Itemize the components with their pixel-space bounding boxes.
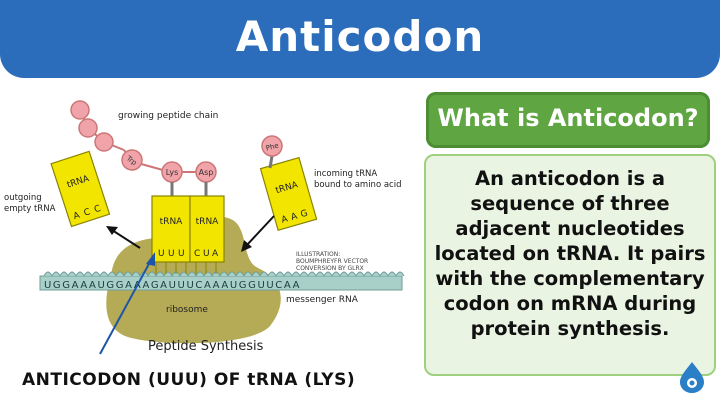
mrna-tooth — [51, 271, 61, 277]
mrna-tooth — [371, 271, 381, 277]
outgoing-anticodon-3: C — [93, 204, 102, 215]
mrna-tooth — [379, 271, 389, 277]
mrna-strand: UGGAAAUGGAAAGAUUUCAAAUGGUUCAA — [39, 271, 405, 291]
asp-label: Asp — [199, 168, 214, 177]
incoming-label-1: incoming tRNA — [314, 169, 377, 179]
mrna-tooth — [115, 271, 125, 277]
asp-anticodon-3: A — [212, 249, 219, 259]
illustration-credit-3: CONVERSION BY GLRX — [296, 265, 364, 272]
mrna-tooth — [267, 271, 277, 277]
mrna-tooth — [323, 271, 333, 277]
mrna-tooth — [67, 271, 77, 277]
definition-text: An anticodon is a sequence of three adja… — [434, 167, 706, 340]
illustration-credit-1: ILLUSTRATION: — [296, 251, 340, 258]
mrna-tooth — [131, 271, 141, 277]
header-bar: Anticodon — [0, 0, 720, 78]
peptide-chain: Trp Lys Asp — [70, 100, 217, 183]
outgoing-label-1: outgoing — [4, 193, 42, 203]
lys-anticodon-2: U — [168, 249, 175, 259]
lys-label: Lys — [166, 168, 179, 177]
trna-incoming: tRNA A A G — [259, 156, 318, 231]
trna-lys: tRNA U U U — [151, 195, 191, 274]
mrna-tooth — [315, 271, 325, 277]
outgoing-anticodon-2: C — [83, 207, 92, 218]
trna-lys-label: tRNA — [160, 217, 184, 227]
question-title: What is Anticodon? — [437, 104, 699, 132]
phe-label: Phe — [265, 141, 280, 152]
trna-outgoing: tRNA A C C — [50, 150, 111, 228]
mrna-tooth — [155, 271, 165, 277]
asp-anticodon-2: U — [203, 249, 210, 259]
anticodon-diagram: UGGAAAUGGAAAGAUUUCAAAUGGUUCAA Trp Lys As… — [4, 100, 405, 355]
mrna-tooth — [251, 271, 261, 277]
amino-acid-trp — [121, 149, 143, 171]
diagram-caption: ANTICODON (UUU) OF tRNA (LYS) — [22, 370, 356, 390]
mrna-tooth — [83, 271, 93, 277]
mrna-tooth — [243, 271, 253, 277]
outgoing-label-2: empty tRNA — [4, 204, 56, 214]
mrna-tooth — [339, 271, 349, 277]
mrna-tooth — [363, 271, 373, 277]
lys-anticodon-1: U — [158, 249, 165, 259]
brand-logo-icon — [680, 362, 704, 393]
mrna-tooth — [43, 271, 53, 277]
mrna-tooth — [107, 271, 117, 277]
question-banner: What is Anticodon? — [426, 92, 710, 148]
trna-asp-label: tRNA — [196, 217, 220, 227]
mrna-tooth — [347, 271, 357, 277]
amino-acid-phe — [261, 135, 283, 157]
mrna-tooth — [195, 271, 205, 277]
mrna-tooth — [123, 271, 133, 277]
mrna-tooth — [275, 271, 285, 277]
mrna-tooth — [91, 271, 101, 277]
lys-anticodon-3: U — [178, 249, 185, 259]
process-label: Peptide Synthesis — [148, 339, 264, 354]
definition-box: An anticodon is a sequence of three adja… — [424, 154, 716, 376]
page-title: Anticodon — [235, 12, 485, 61]
mrna-tooth — [395, 271, 405, 277]
asp-anticodon-1: C — [194, 249, 200, 259]
incoming-anticodon-3: G — [300, 209, 309, 221]
mrna-tooth — [355, 271, 365, 277]
mrna-label: messenger RNA — [286, 295, 359, 305]
incoming-anticodon-1: A — [280, 214, 289, 226]
mrna-tooth — [291, 271, 301, 277]
mrna-tooth — [187, 271, 197, 277]
mrna-tooth — [387, 271, 397, 277]
mrna-tooth — [283, 271, 293, 277]
mrna-tooth — [299, 271, 309, 277]
mrna-tooth — [59, 271, 69, 277]
incoming-label-2: bound to amino acid — [314, 180, 401, 190]
growing-chain-label: growing peptide chain — [118, 111, 218, 121]
mrna-tooth — [219, 271, 229, 277]
mrna-tooth — [147, 271, 157, 277]
mrna-tooth — [331, 271, 341, 277]
mrna-tooth — [227, 271, 237, 277]
ribosome-label: ribosome — [166, 305, 208, 315]
mrna-sequence: UGGAAAUGGAAAGAUUUCAAAUGGUUCAA — [44, 280, 301, 291]
mrna-tooth — [259, 271, 269, 277]
mrna-tooth — [75, 271, 85, 277]
mrna-tooth — [307, 271, 317, 277]
mrna-tooth — [235, 271, 245, 277]
mrna-tooth — [99, 271, 109, 277]
trna-asp: tRNA C U A — [189, 195, 225, 274]
incoming-anticodon-2: A — [290, 211, 299, 223]
illustration-credit-2: BOUMPHREYFR VECTOR — [296, 258, 368, 265]
outgoing-anticodon-1: A — [72, 210, 82, 222]
